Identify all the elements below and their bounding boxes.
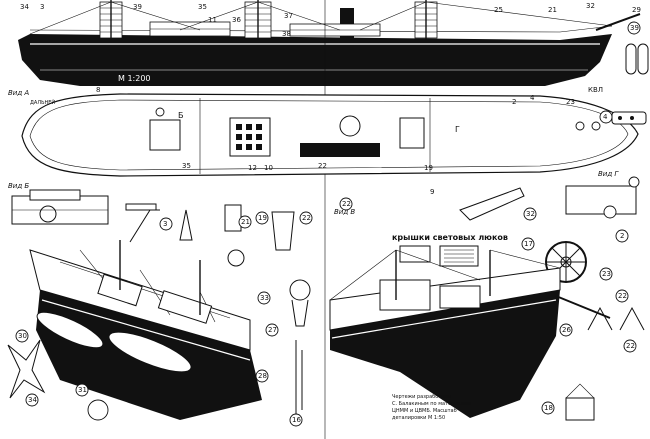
perspective-right: [329, 249, 611, 421]
callout-21: 21: [548, 6, 557, 14]
callout-32: 32: [586, 2, 595, 10]
perspective-left: 30 31 34: [7, 240, 262, 421]
svg-text:16: 16: [292, 416, 301, 424]
plate-detail: 4: [599, 110, 647, 125]
svg-text:3: 3: [163, 220, 167, 228]
svg-text:2: 2: [620, 232, 624, 240]
flag-label: ДАЛЬНЕЙ: [30, 99, 55, 106]
mast-fore: [99, 0, 123, 40]
view-a-label: Вид А: [8, 89, 29, 97]
svg-text:26: 26: [562, 326, 571, 334]
callout-25: 25: [494, 6, 503, 14]
callout-9: 9: [430, 188, 434, 196]
middle-parts: 33 27 28 16: [255, 279, 311, 427]
svg-text:33: 33: [260, 294, 269, 302]
svg-text:22: 22: [626, 342, 635, 350]
callout-37: 37: [284, 12, 293, 20]
callout-39: 39: [133, 3, 142, 11]
mast-mizzen: [414, 0, 438, 40]
davit-detail: 3: [125, 203, 193, 243]
credit-line-2: С. Балакиным по материалам: [392, 401, 471, 407]
svg-text:22: 22: [342, 200, 351, 208]
svg-text:4: 4: [603, 113, 608, 121]
callout-35: 35: [198, 3, 207, 11]
view-b-section: [11, 189, 109, 225]
credit-line-1: Чертежи разработаны: [392, 394, 452, 400]
callout-2: 2: [512, 98, 516, 106]
waterline-note: КВЛ: [588, 86, 603, 94]
callout-35-plan: 35: [182, 162, 191, 170]
callout-8: 8: [96, 86, 100, 94]
credit-line-4: деталировки М 1:50: [392, 415, 445, 421]
svg-text:30: 30: [18, 332, 27, 340]
callout-11: 11: [208, 16, 217, 24]
callout-34: 34: [20, 3, 29, 11]
hull-profile: [18, 34, 612, 86]
callout-36: 36: [232, 16, 241, 24]
credits-block: Чертежи разработаны С. Балакиным по мате…: [392, 394, 471, 421]
section-b-mark: Б: [178, 111, 184, 120]
credit-line-3: ЦНММ и ЦВМБ. Масштаб: [392, 408, 457, 414]
section-g-mark: Г: [455, 125, 460, 134]
ships-wheel: 2 23: [545, 229, 629, 283]
plan-callouts: 8 2 4 23 12 35 10 19 22 9: [96, 86, 575, 196]
hull-perspective-right: [330, 290, 560, 418]
view-v-label: Вид В: [334, 208, 355, 216]
mast-main: [244, 0, 272, 40]
scale-label: М 1:200: [118, 74, 151, 83]
callout-3: 3: [40, 3, 44, 11]
svg-text:31: 31: [78, 386, 87, 394]
callout-38: 38: [282, 30, 291, 38]
right-parts: 22 22 26 18: [541, 289, 645, 415]
deck-black-band: [300, 143, 380, 157]
callout-23: 23: [566, 98, 575, 106]
bollard-detail: 21: [224, 204, 252, 267]
svg-text:39: 39: [630, 24, 639, 32]
view-g-section: Вид Г: [565, 170, 640, 219]
plan-view: Б Г: [21, 93, 639, 177]
profile-callouts: 34 3 39 35 11 36 37 38 25 21 32 29: [20, 2, 641, 38]
callout-4: 4: [530, 94, 535, 102]
svg-text:21: 21: [241, 218, 250, 226]
callout-10: 10: [264, 164, 273, 172]
svg-text:32: 32: [526, 210, 535, 218]
profile-view: М 1:200 КВЛ: [18, 0, 641, 94]
svg-text:28: 28: [258, 372, 267, 380]
svg-text:19: 19: [258, 214, 267, 222]
svg-text:18: 18: [544, 404, 553, 412]
svg-text:17: 17: [524, 240, 533, 248]
view-g-label: Вид Г: [598, 170, 619, 178]
svg-text:22: 22: [302, 214, 311, 222]
skylight-detail: 32 22: [339, 187, 537, 221]
callout-19-plan: 19: [424, 164, 433, 172]
hatch-covers: 17: [399, 237, 535, 267]
svg-text:22: 22: [618, 292, 627, 300]
callout-12: 12: [248, 164, 257, 172]
svg-text:34: 34: [28, 396, 37, 404]
svg-text:27: 27: [268, 326, 277, 334]
hatch-title: крышки световых люков: [392, 233, 508, 242]
callout-29: 29: [632, 6, 641, 14]
propeller: [7, 339, 46, 399]
deck-outline: [21, 93, 639, 177]
roller-detail: 39: [625, 21, 649, 75]
fairlead-detail: 19 22: [255, 211, 313, 251]
svg-text:23: 23: [602, 270, 611, 278]
callout-22-plan: 22: [318, 162, 327, 170]
view-b-label: Вид Б: [8, 182, 29, 190]
